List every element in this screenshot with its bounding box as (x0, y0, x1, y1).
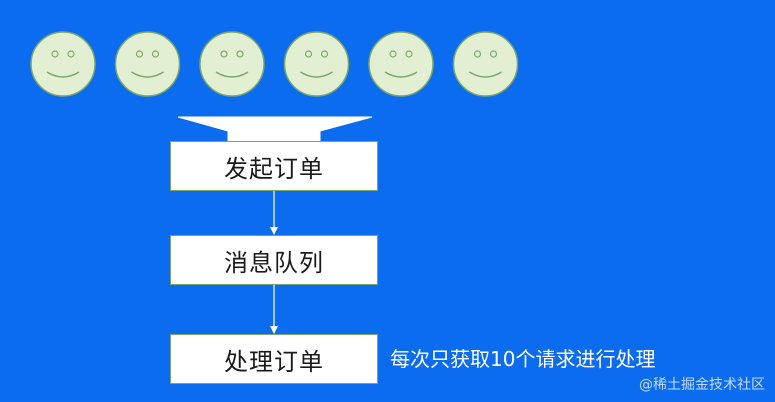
step-message-queue-label: 消息队列 (224, 248, 324, 277)
step-message-queue: 消息队列 (170, 235, 378, 285)
step-create-order: 发起订单 (170, 141, 378, 191)
arrow-head-2 (270, 326, 278, 334)
smiley-face-icon (114, 31, 181, 97)
smiley-face-icon (283, 31, 350, 97)
step-create-order-label: 发起订单 (224, 154, 324, 183)
step-process-order: 处理订单 (170, 334, 378, 384)
smiley-face-icon (368, 31, 434, 97)
user-smileys (30, 31, 519, 97)
smiley-face-icon (452, 31, 519, 97)
smiley-face-icon (199, 31, 265, 97)
smiley-face-icon (30, 31, 96, 97)
watermark: @稀土掘金技术社区 (639, 377, 765, 393)
big-down-arrow (177, 116, 373, 142)
rate-limit-note: 每次只获取10个请求进行处理 (390, 347, 656, 371)
arrow-head-1 (270, 227, 278, 235)
step-process-order-label: 处理订单 (224, 347, 324, 376)
